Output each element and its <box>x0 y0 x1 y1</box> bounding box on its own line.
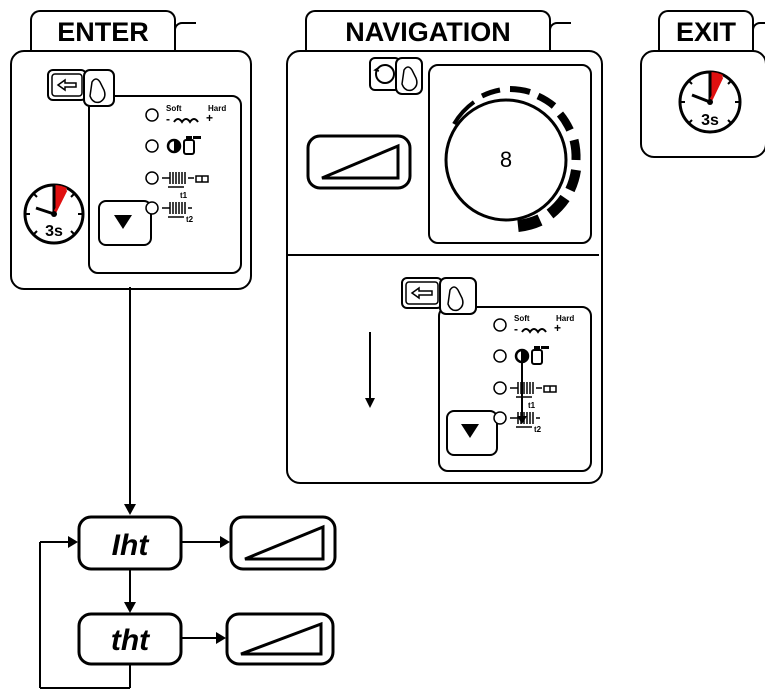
spot-weld-icon-t1 <box>162 172 209 188</box>
down-triangle-icon <box>114 215 132 229</box>
menu-display-tht[interactable]: tht <box>77 612 183 666</box>
wedge-parameter-icon <box>173 118 199 124</box>
wedge-button[interactable] <box>229 515 337 571</box>
gas-cylinder-icon <box>183 136 201 155</box>
tab-enter-label: ENTER <box>57 17 149 47</box>
t1-label: t1 <box>528 401 536 410</box>
enter-parameter-rows: Soft Hard - + t1 t2 <box>145 104 226 224</box>
menu-code-iht: Iht <box>112 529 151 562</box>
navigation-parameter-rows: Soft Hard - + t1 t2 <box>493 314 574 434</box>
tab-enter: ENTER <box>30 10 196 52</box>
selection-arrowhead <box>517 416 527 424</box>
knob-digit: 8 <box>500 147 512 172</box>
menu-code-tht: tht <box>111 624 151 657</box>
led-2 <box>493 349 507 363</box>
gas-cylinder-icon <box>531 346 549 365</box>
led-3 <box>145 171 159 185</box>
timer-label: 3s <box>701 112 719 129</box>
wedge-parameter-icon <box>521 328 547 334</box>
led-1 <box>145 108 159 122</box>
timer-label: 3s <box>45 223 63 240</box>
rotary-knob-icon[interactable] <box>368 56 424 98</box>
navigation-control-panel <box>438 306 592 472</box>
tab-exit: EXIT <box>658 10 765 52</box>
minus-sign: - <box>166 112 170 126</box>
enter-key-icon[interactable] <box>400 276 480 326</box>
wedge-button[interactable] <box>225 612 335 666</box>
clock-timer-icon: 3s <box>23 183 85 245</box>
spot-weld-icon-t2 <box>162 202 192 218</box>
t2-label: t2 <box>186 215 194 224</box>
navigation-divider <box>286 254 599 256</box>
minus-sign: - <box>514 322 518 336</box>
wedge-button[interactable] <box>306 134 412 190</box>
t1-label: t1 <box>180 191 188 200</box>
timer-half-icon <box>166 138 182 154</box>
navigation-down-arrow <box>365 332 375 408</box>
down-triangle-icon <box>461 424 479 438</box>
clock-timer-icon: 3s <box>678 70 742 134</box>
plus-sign: + <box>554 321 561 335</box>
soft-label: Soft <box>514 314 530 323</box>
hard-label: Hard <box>208 104 226 113</box>
led-4 <box>493 411 507 425</box>
tab-navigation-label: NAVIGATION <box>345 17 511 47</box>
hard-label: Hard <box>556 314 574 323</box>
plus-sign: + <box>206 111 213 125</box>
spot-weld-icon-t1 <box>510 382 557 398</box>
enter-key-icon[interactable] <box>46 68 116 118</box>
t2-label: t2 <box>534 425 542 434</box>
tab-navigation: NAVIGATION <box>305 10 571 52</box>
menu-display-iht[interactable]: Iht <box>77 515 183 571</box>
soft-label: Soft <box>166 104 182 113</box>
led-4 <box>145 201 159 215</box>
knob-display: 8 <box>444 86 581 232</box>
tab-exit-label: EXIT <box>676 17 737 47</box>
led-2 <box>145 139 159 153</box>
led-3 <box>493 381 507 395</box>
led-1 <box>493 318 507 332</box>
